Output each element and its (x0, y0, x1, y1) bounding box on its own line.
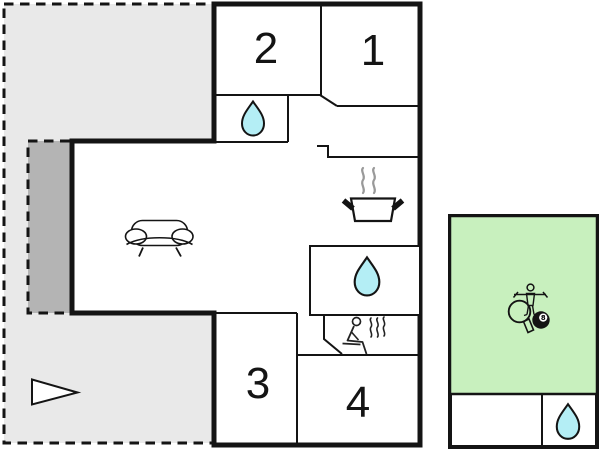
room-4-label: 4 (346, 378, 370, 427)
sauna-person-icon (342, 316, 386, 355)
water-drop-icon-bath2 (240, 99, 266, 137)
wall-kitchen (317, 145, 420, 158)
wall-hall-diagonal (319, 94, 338, 107)
billiard-8-ball-icon: 8 (532, 311, 550, 329)
room-1-label: 1 (361, 26, 385, 75)
pot-steam (361, 166, 376, 195)
foosball-player-icon (512, 283, 549, 317)
sauna-steam (369, 316, 386, 338)
sail-triangle-icon (31, 378, 82, 406)
table-tennis-paddle-icon (507, 299, 535, 334)
room-2-label: 2 (254, 24, 278, 73)
annex-activity-room (448, 214, 599, 396)
ball-8-label: 8 (541, 314, 546, 322)
room-3-label: 3 (246, 359, 270, 408)
terrace-dark-strip (26, 139, 74, 315)
cooking-pot-icon (341, 166, 405, 223)
water-drop-icon-annex (555, 402, 581, 440)
sofa-icon (124, 219, 194, 257)
wall-sauna-left (323, 316, 343, 355)
water-drop-icon-central-bath (353, 255, 381, 297)
